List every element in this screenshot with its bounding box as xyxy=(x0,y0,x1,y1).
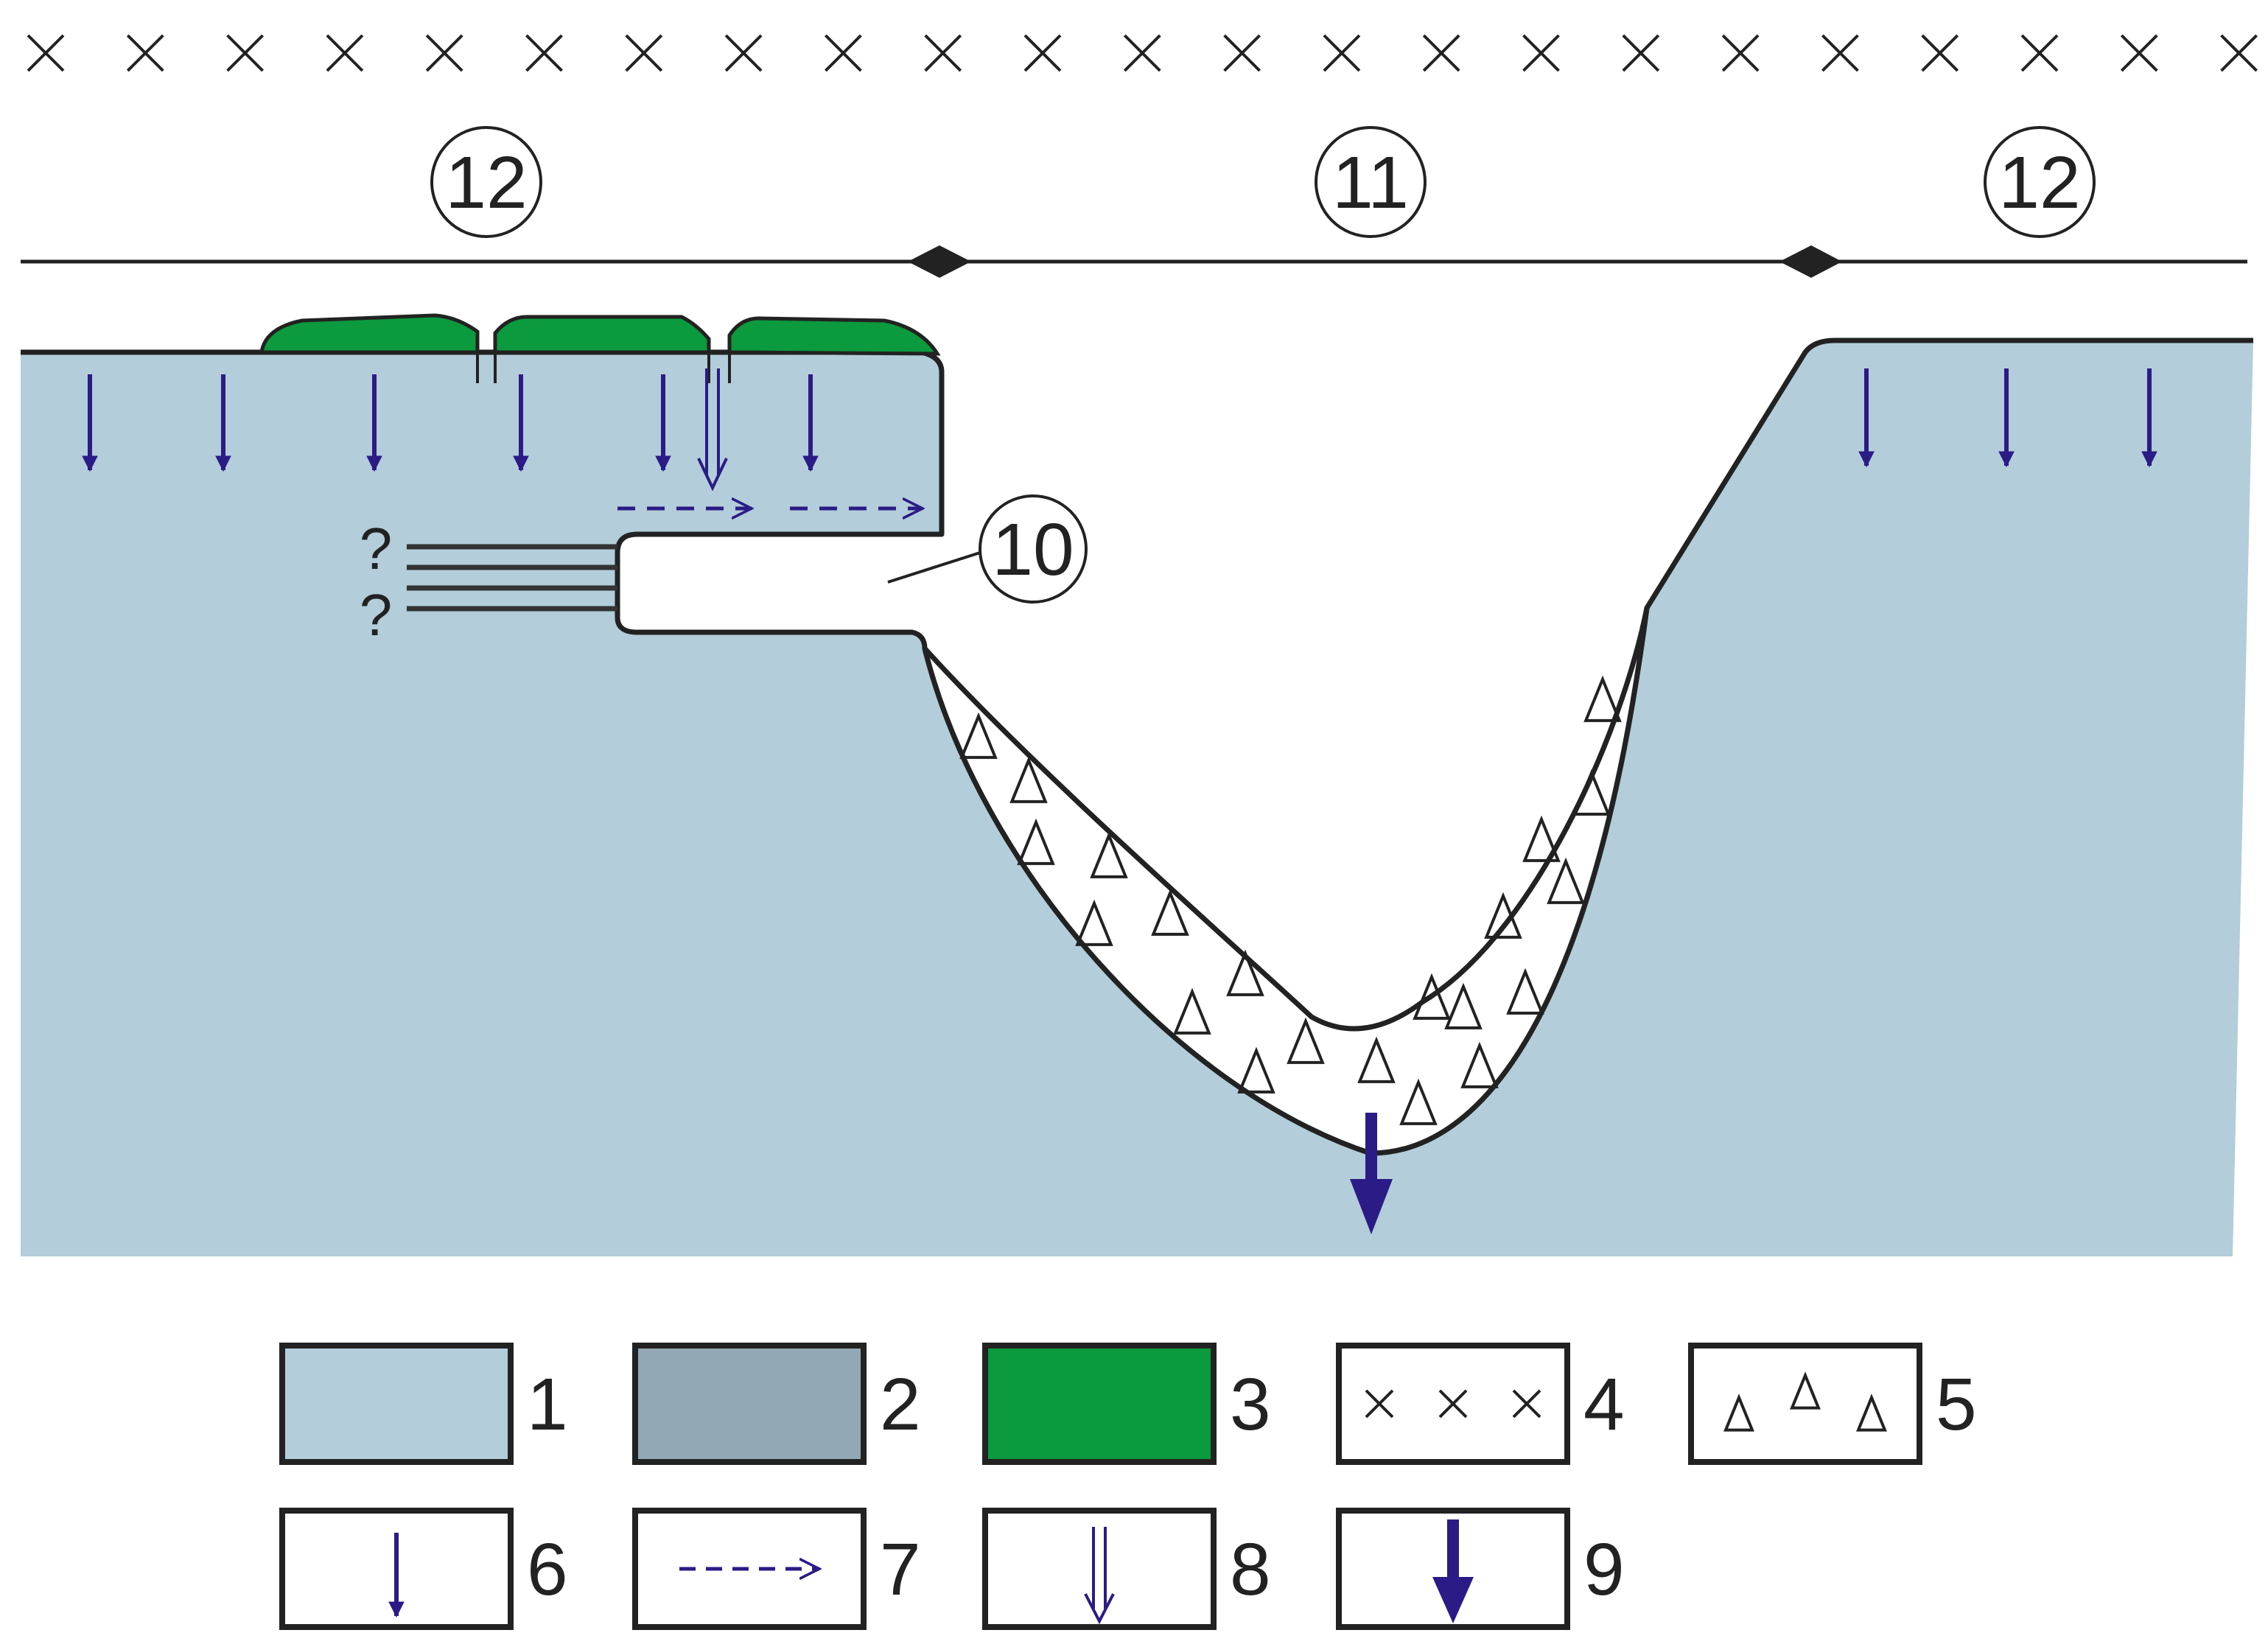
legend-number: 4 xyxy=(1583,1363,1625,1446)
legend-swatch xyxy=(632,1343,867,1465)
legend-item: 4 xyxy=(1336,1343,1625,1465)
legend-swatch xyxy=(279,1343,514,1465)
unknown-extent-mark: ? xyxy=(360,516,393,581)
triangle-mark xyxy=(1173,987,1211,1035)
cross-pattern-row xyxy=(27,34,2258,72)
cross-mark xyxy=(1023,34,1062,72)
cross-mark xyxy=(1821,34,1859,72)
cross-mark xyxy=(1522,34,1560,72)
triangle-mark xyxy=(1009,756,1048,803)
vegetation-gap-channels xyxy=(476,352,731,383)
svg-text:11: 11 xyxy=(1332,141,1409,224)
cave-label: 10 xyxy=(887,494,1088,604)
legend-item: 9 xyxy=(1336,1508,1625,1630)
cross-mark xyxy=(2220,34,2258,72)
legend-number: 7 xyxy=(880,1528,921,1611)
triangle-mark xyxy=(1723,1393,1754,1432)
legend-swatch xyxy=(1688,1343,1922,1465)
diffuse-infiltration-arrows xyxy=(82,368,2157,472)
triangle-mark xyxy=(1399,1078,1438,1125)
triangle-mark xyxy=(1075,899,1113,946)
cross-mark xyxy=(2120,34,2158,72)
triangle-mark xyxy=(1444,982,1483,1029)
cross-mark xyxy=(924,34,962,72)
zone-label-center: 11 xyxy=(1315,126,1427,238)
debris-triangles xyxy=(959,675,1622,1125)
svg-text:12: 12 xyxy=(445,141,527,224)
unknown-extent-mark: ? xyxy=(360,582,393,648)
triangle-mark xyxy=(1547,857,1585,904)
cross-mark xyxy=(525,34,563,72)
cross-mark xyxy=(1223,34,1261,72)
triangle-mark xyxy=(1151,889,1189,936)
zone-label-right: 12 xyxy=(1984,126,2096,238)
limestone-massif xyxy=(21,340,2253,1256)
legend-number: 8 xyxy=(1230,1528,1271,1611)
triangle-mark xyxy=(1522,815,1561,862)
cross-mark xyxy=(1422,34,1460,72)
legend-number: 1 xyxy=(527,1363,568,1446)
clay-layers xyxy=(407,544,617,612)
cross-mark xyxy=(824,34,862,72)
legend-number: 5 xyxy=(1936,1363,1977,1446)
triangle-mark xyxy=(1484,892,1522,939)
double-line-down-arrow-icon xyxy=(697,368,728,492)
legend-item: 1 xyxy=(279,1343,568,1465)
triangle-mark xyxy=(1460,1041,1499,1088)
legend-number: 6 xyxy=(527,1528,568,1611)
legend-item: 7 xyxy=(632,1508,921,1630)
cross-mark xyxy=(1721,34,1760,72)
cross-mark xyxy=(1921,34,1959,72)
double-line-down-arrow-icon xyxy=(1084,1527,1115,1625)
cross-mark xyxy=(126,34,164,72)
triangle-mark xyxy=(959,712,998,759)
triangle-mark xyxy=(1572,769,1611,816)
triangle-mark xyxy=(1090,831,1128,878)
legend-swatch xyxy=(982,1508,1217,1630)
triangle-mark xyxy=(1413,973,1451,1020)
triangle-mark xyxy=(1583,675,1622,722)
thick-down-arrow-icon xyxy=(1350,1113,1393,1234)
triangle-mark xyxy=(1017,818,1055,865)
debris-fill xyxy=(922,605,1650,1156)
triangle-mark xyxy=(1357,1036,1396,1083)
legend-swatch xyxy=(632,1508,867,1630)
triangle-mark xyxy=(1790,1371,1821,1410)
cross-mark xyxy=(226,34,265,72)
cross-mark xyxy=(2020,34,2059,72)
cross-mark xyxy=(326,34,364,72)
cross-mark xyxy=(1323,34,1361,72)
triangle-mark xyxy=(1506,968,1544,1015)
legend-item: 3 xyxy=(982,1343,1271,1465)
zone-boundary-line xyxy=(21,245,2247,278)
cross-mark xyxy=(1123,34,1161,72)
legend-swatch xyxy=(982,1343,1217,1465)
legend-number: 3 xyxy=(1230,1363,1271,1446)
triangle-mark xyxy=(1287,1017,1325,1064)
cross-mark xyxy=(1512,1389,1541,1419)
legend: 1 2 3 4 5 6 7 8 9 xyxy=(279,1343,1977,1630)
vegetation-cover xyxy=(259,313,941,356)
legend-number: 2 xyxy=(880,1363,921,1446)
cross-mark xyxy=(625,34,663,72)
legend-item: 6 xyxy=(279,1508,568,1630)
triangle-mark xyxy=(1226,949,1264,996)
svg-text:10: 10 xyxy=(992,508,1074,591)
legend-item: 2 xyxy=(632,1343,921,1465)
cross-mark xyxy=(724,34,763,72)
zone-label-left: 12 xyxy=(430,126,542,238)
svg-text:12: 12 xyxy=(1998,141,2080,224)
cross-mark xyxy=(1622,34,1660,72)
thick-down-arrow-icon xyxy=(1432,1519,1474,1623)
legend-item: 5 xyxy=(1688,1343,1977,1465)
triangle-mark xyxy=(1237,1046,1275,1094)
cross-mark xyxy=(425,34,463,72)
cross-mark xyxy=(27,34,65,72)
cross-mark xyxy=(1365,1389,1394,1419)
legend-item: 8 xyxy=(982,1508,1271,1630)
triangle-mark xyxy=(1856,1393,1887,1432)
cross-mark xyxy=(1438,1389,1468,1419)
legend-number: 9 xyxy=(1583,1528,1625,1611)
